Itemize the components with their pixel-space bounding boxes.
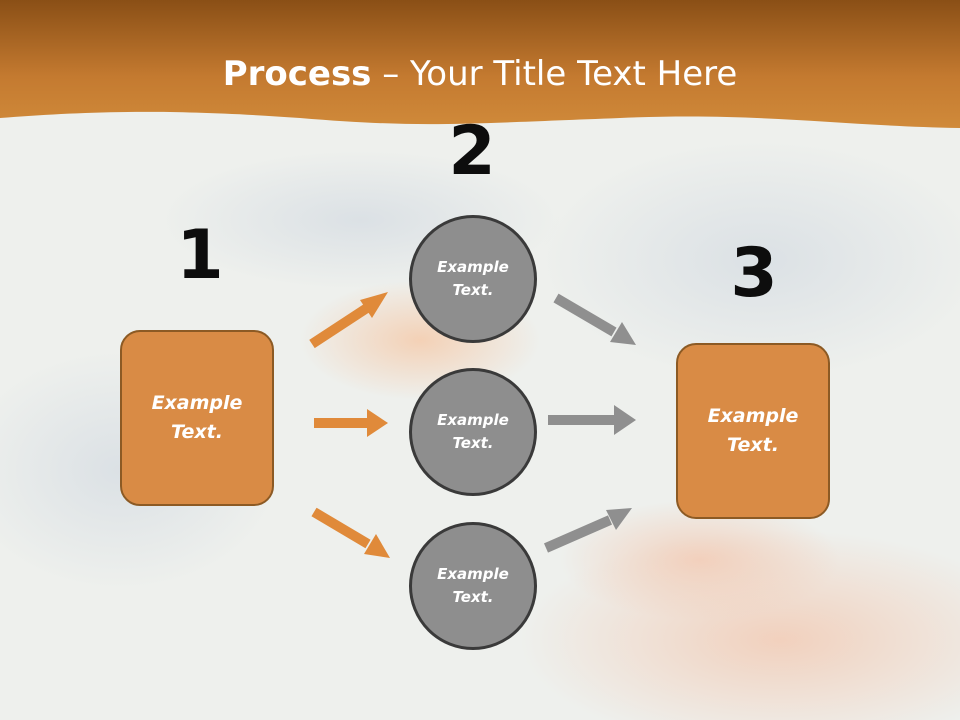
- title-bold: Process: [222, 54, 372, 94]
- arrow-2-to-3-middle: [548, 405, 636, 435]
- step-3-box: Example Text.: [676, 343, 830, 519]
- step-1-box: Example Text.: [120, 330, 274, 506]
- step-3-number: 3: [730, 234, 778, 313]
- arrow-1-to-2-middle: [314, 409, 388, 437]
- arrow-2-to-3-top: [553, 293, 636, 345]
- title-rest: – Your Title Text Here: [371, 54, 738, 94]
- step-2-circle-bottom: Example Text.: [409, 522, 537, 650]
- arrow-2-to-3-bottom: [543, 508, 632, 553]
- step-1-number: 1: [176, 216, 224, 295]
- step-2-bottom-text: Example Text.: [437, 565, 509, 606]
- step-2-top-text: Example Text.: [437, 258, 509, 299]
- arrow-1-to-2-bottom: [311, 507, 390, 558]
- slide-title: Process – Your Title Text Here: [0, 52, 960, 96]
- step-3-text: Example Text.: [707, 405, 799, 456]
- arrow-1-to-2-top: [309, 292, 388, 349]
- step-2-middle-text: Example Text.: [437, 411, 509, 452]
- step-2-circle-middle: Example Text.: [409, 368, 537, 496]
- step-2-number: 2: [448, 112, 496, 191]
- step-2-circle-top: Example Text.: [409, 215, 537, 343]
- step-1-text: Example Text.: [151, 392, 243, 443]
